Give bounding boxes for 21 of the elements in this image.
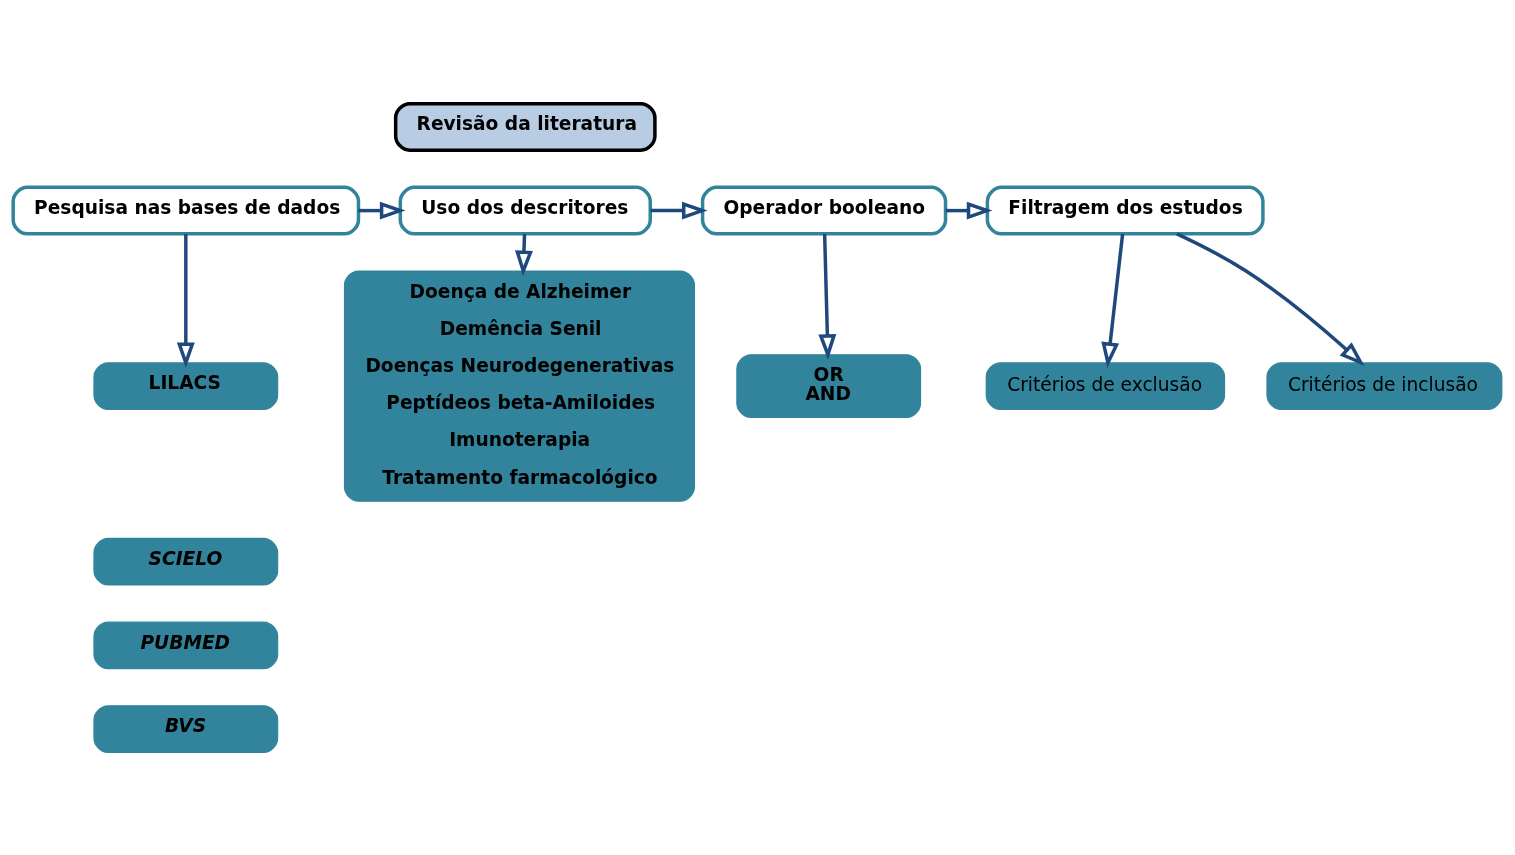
node-box: BVS	[93, 704, 279, 753]
arrow	[1101, 233, 1125, 368]
node-box: OR AND	[736, 353, 922, 418]
arrow	[818, 233, 837, 360]
node-box: Doença de Alzheimer Demência Senil Doenças Neurodegenerativas Peptídeos beta-Amiloides Imunoterapia Tratamento farmacológico	[343, 270, 695, 502]
arrow	[945, 201, 993, 220]
arrow	[515, 233, 533, 276]
node-box: SCIELO	[93, 537, 279, 586]
node-box: Revisão da literatura	[393, 101, 657, 152]
arrow	[176, 233, 195, 368]
node-box: Critérios de exclusão	[985, 361, 1226, 410]
arrow	[358, 201, 406, 220]
arrow	[1176, 231, 1365, 366]
node-box: Uso dos descritores	[398, 185, 652, 236]
node-box: PUBMED	[93, 621, 279, 669]
arrow	[650, 201, 708, 220]
node-box: Critérios de inclusão	[1266, 361, 1503, 410]
node-box: Pesquisa nas bases de dados	[11, 185, 361, 236]
node-box: Filtragem dos estudos	[985, 185, 1265, 236]
node-box: LILACS	[93, 361, 279, 410]
node-box: Operador booleano	[700, 185, 948, 236]
